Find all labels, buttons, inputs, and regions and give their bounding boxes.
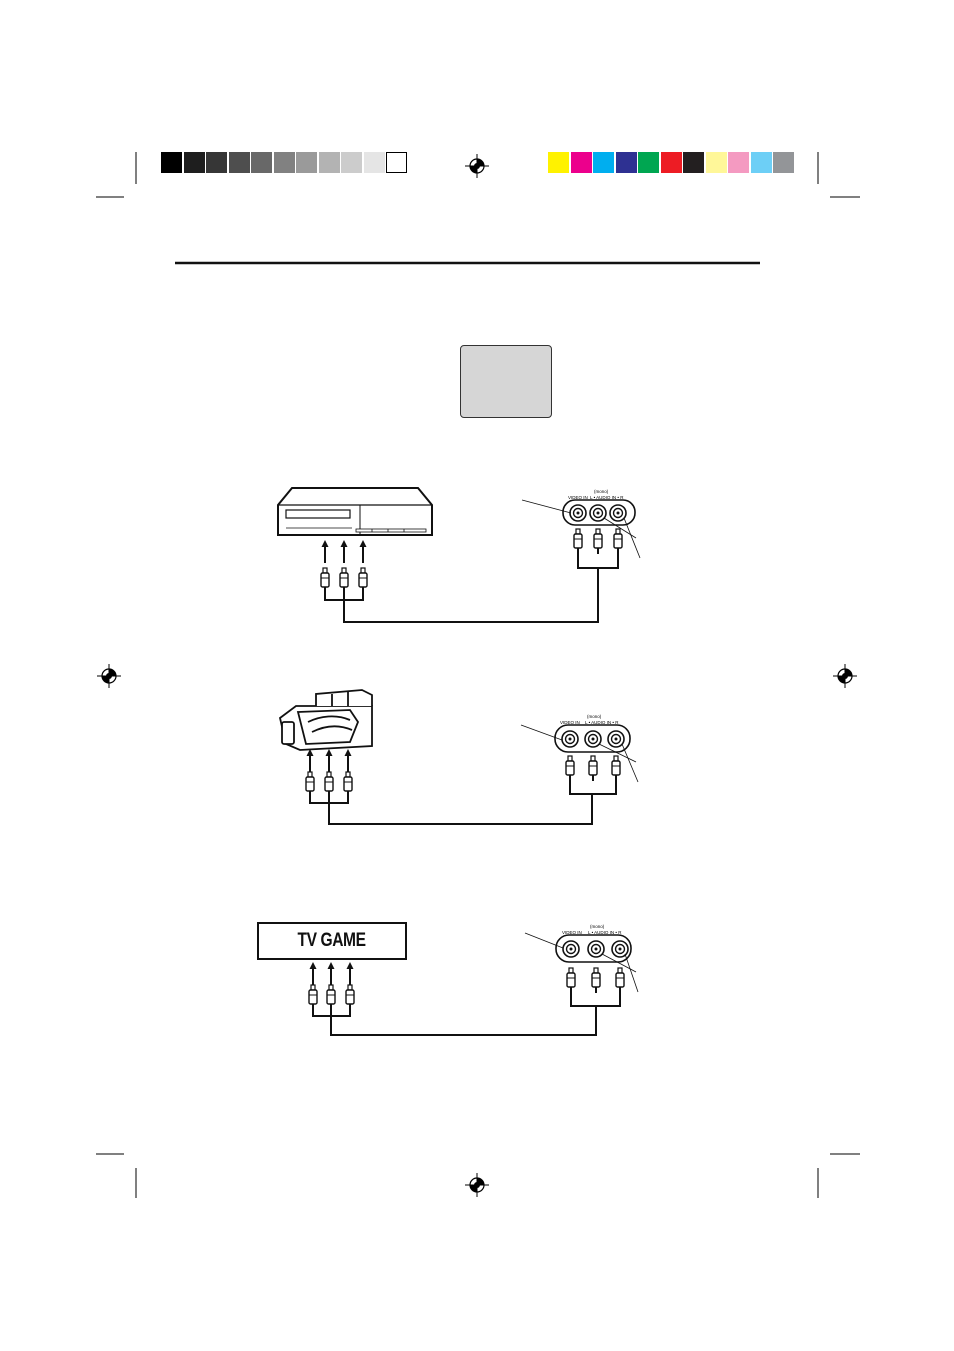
vcr-plugs (320, 567, 368, 594)
jack-panel-1: VIDEO IN (mono) L • AUDIO IN • R (521, 489, 641, 569)
color-swatch (728, 152, 749, 173)
tv-game-label: TV GAME (297, 930, 367, 951)
registration-mark-top (464, 153, 490, 179)
tv-game-plugs (308, 984, 355, 1011)
gray-swatch (228, 152, 250, 173)
color-swatch (593, 152, 614, 173)
svg-text:L • AUDIO IN • R: L • AUDIO IN • R (590, 495, 624, 500)
gray-swatch (251, 152, 272, 173)
color-swatch (750, 152, 772, 173)
tv-game-cable (312, 1006, 597, 1036)
vcr-cable (324, 568, 599, 623)
color-swatch (548, 152, 569, 173)
grayscale-bar (161, 152, 409, 173)
gray-swatch (296, 152, 317, 173)
tv-screen-illustration (460, 345, 552, 418)
gray-swatch (341, 152, 362, 173)
gray-swatch (183, 152, 205, 173)
vcr-arrows (320, 539, 368, 564)
color-swatch (705, 152, 727, 173)
color-swatch (683, 152, 704, 173)
svg-text:(mono): (mono) (594, 489, 609, 494)
registration-mark-left (96, 663, 122, 689)
jack-video-label: VIDEO IN (568, 495, 588, 500)
color-bar (548, 152, 796, 173)
registration-mark-bottom (464, 1172, 490, 1198)
registration-mark-right (832, 663, 858, 689)
gray-swatch (363, 152, 385, 173)
gray-swatch (386, 152, 407, 173)
jack-panel-3: VIDEO IN (mono) L • AUDIO IN • R (524, 924, 639, 1007)
crop-marks (96, 152, 860, 1198)
camcorder-cable (309, 794, 593, 825)
vcr-illustration (277, 487, 433, 536)
camcorder-illustration (278, 689, 373, 751)
color-swatch (570, 152, 592, 173)
color-swatch (660, 152, 682, 173)
color-swatch (615, 152, 637, 173)
camcorder-plugs (305, 771, 353, 798)
camcorder-arrows (305, 748, 353, 773)
svg-text:L • AUDIO IN • R: L • AUDIO IN • R (588, 930, 622, 935)
color-swatch (638, 152, 659, 173)
svg-text:(mono): (mono) (590, 924, 605, 929)
tv-game-box: TV GAME (257, 922, 407, 960)
svg-text:(mono): (mono) (587, 714, 602, 719)
gray-swatch (161, 152, 182, 173)
color-swatch (773, 152, 794, 173)
gray-swatch (273, 152, 295, 173)
gray-swatch (206, 152, 227, 173)
svg-text:VIDEO IN: VIDEO IN (560, 720, 580, 725)
gray-swatch (318, 152, 340, 173)
tv-game-arrows (308, 961, 355, 986)
svg-text:L • AUDIO IN • R: L • AUDIO IN • R (585, 720, 619, 725)
svg-text:VIDEO IN: VIDEO IN (562, 930, 582, 935)
jack-panel-2: VIDEO IN (mono) L • AUDIO IN • R (520, 714, 639, 795)
